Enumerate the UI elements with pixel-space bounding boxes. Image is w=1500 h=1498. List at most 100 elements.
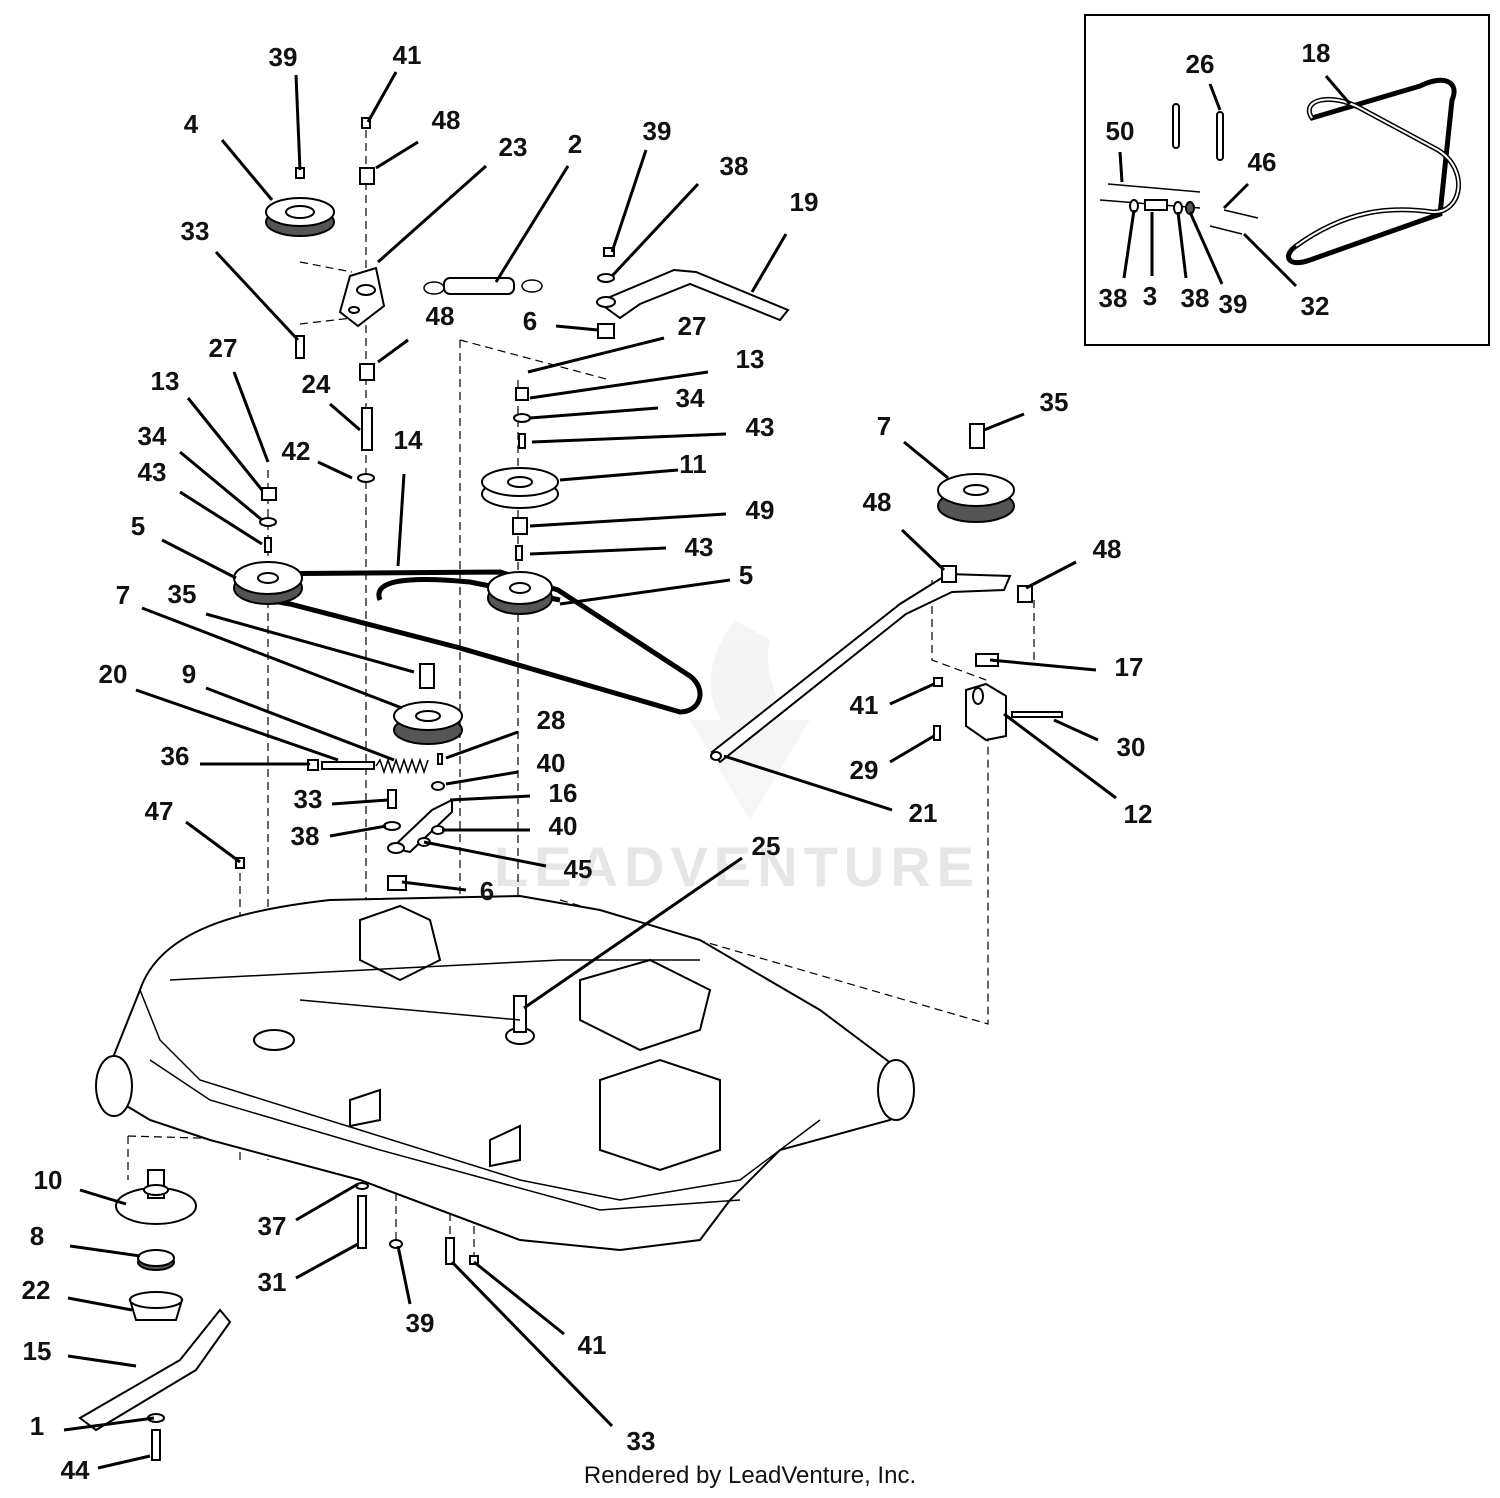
callout-42: 42 <box>282 436 311 466</box>
callout-40: 40 <box>537 748 566 778</box>
callout-6: 6 <box>523 306 537 336</box>
callout-34: 34 <box>676 383 705 413</box>
callout-39: 39 <box>406 1308 435 1338</box>
bolt-33-top <box>295 335 305 359</box>
rod-20 <box>321 761 375 770</box>
leader-line-40 <box>445 770 519 786</box>
callout-12: 12 <box>1124 799 1153 829</box>
nut-13-right <box>515 387 529 401</box>
leader-line-48 <box>375 140 419 170</box>
callout-31: 31 <box>258 1267 287 1297</box>
leader-line-45 <box>423 840 547 868</box>
callout-14: 14 <box>394 425 423 455</box>
callout-21: 21 <box>909 798 938 828</box>
callout-49: 49 <box>746 495 775 525</box>
callout-41: 41 <box>578 1330 607 1360</box>
pulley-11 <box>481 467 559 509</box>
bushing-48-mid <box>359 363 375 381</box>
cup-22 <box>128 1291 184 1321</box>
callout-38: 38 <box>720 151 749 181</box>
callout-43: 43 <box>746 412 775 442</box>
leader-line-5 <box>161 538 237 580</box>
callout-23: 23 <box>499 132 528 162</box>
bracket-12 <box>965 682 1007 742</box>
leader-line-35 <box>983 412 1025 432</box>
pulley-4 <box>265 197 335 237</box>
leader-line-26 <box>1208 83 1222 111</box>
callout-20: 20 <box>99 659 128 689</box>
callout-9: 9 <box>182 659 196 689</box>
mower-deck <box>95 894 915 1252</box>
bearing-8 <box>137 1249 175 1271</box>
callout-45: 45 <box>564 854 593 884</box>
leader-line-34 <box>179 450 263 522</box>
callout-32: 32 <box>1301 291 1330 321</box>
callout-36: 36 <box>161 741 190 771</box>
callout-35: 35 <box>168 579 197 609</box>
pulley-5-right <box>487 571 553 615</box>
spindle-10 <box>115 1169 197 1225</box>
callout-24: 24 <box>302 369 331 399</box>
callout-13: 13 <box>736 344 765 374</box>
leader-line-49 <box>529 512 727 528</box>
leader-line-4 <box>220 139 274 201</box>
bushing-48-right-a <box>941 565 957 583</box>
leader-line-34 <box>529 406 659 420</box>
callout-16: 16 <box>549 778 578 808</box>
callout-5: 5 <box>739 560 753 590</box>
callout-7: 7 <box>877 411 891 441</box>
spacer-49 <box>512 517 528 535</box>
leader-line-41 <box>889 682 935 706</box>
leader-line-48 <box>900 528 946 572</box>
callout-22: 22 <box>22 1275 51 1305</box>
callout-33: 33 <box>294 784 323 814</box>
callout-1: 1 <box>30 1411 44 1441</box>
idler-arm-23 <box>338 266 386 328</box>
callout-17: 17 <box>1115 652 1144 682</box>
idler-arm-19 <box>595 268 790 322</box>
callout-41: 41 <box>393 40 422 70</box>
leader-line-39 <box>294 74 302 171</box>
leader-line-48 <box>377 338 409 364</box>
leader-line-44 <box>97 1454 151 1470</box>
inset-belt <box>1286 77 1462 266</box>
leader-line-33 <box>214 250 300 342</box>
leader-line-38 <box>1176 211 1188 279</box>
leader-line-47 <box>185 820 241 864</box>
spacer-24 <box>361 407 373 451</box>
callout-38: 38 <box>291 821 320 851</box>
callout-19: 19 <box>790 187 819 217</box>
callout-47: 47 <box>145 796 174 826</box>
callout-44: 44 <box>61 1455 90 1485</box>
inset-pins <box>1172 103 1224 161</box>
leader-line-13 <box>529 370 709 400</box>
leader-line-18 <box>1324 75 1352 105</box>
callout-27: 27 <box>209 333 238 363</box>
callout-41: 41 <box>850 690 879 720</box>
callout-3: 3 <box>1143 281 1157 311</box>
leader-line-1 <box>63 1416 155 1432</box>
callout-48: 48 <box>1093 534 1122 564</box>
leader-line-27 <box>527 336 665 374</box>
leader-line-24 <box>329 402 361 432</box>
callout-48: 48 <box>863 487 892 517</box>
idler-bracket-16 <box>387 798 453 854</box>
pulley-5-left <box>233 561 303 605</box>
leader-line-7 <box>903 440 949 480</box>
callout-4: 4 <box>184 109 199 139</box>
leader-line-12 <box>1003 712 1117 800</box>
leader-line-39 <box>396 1245 412 1305</box>
leader-line-27 <box>232 371 270 463</box>
leader-line-38 <box>610 182 700 278</box>
callout-27: 27 <box>678 311 707 341</box>
nut-41-right <box>933 677 943 687</box>
leader-line-39 <box>1188 211 1224 285</box>
leader-line-11 <box>559 468 679 482</box>
leader-line-43 <box>179 490 263 546</box>
washer-34-right <box>513 413 531 423</box>
callout-48: 48 <box>432 105 461 135</box>
leader-line-48 <box>1025 560 1077 590</box>
leader-line-25 <box>523 856 743 1010</box>
leader-line-37 <box>295 1182 359 1222</box>
